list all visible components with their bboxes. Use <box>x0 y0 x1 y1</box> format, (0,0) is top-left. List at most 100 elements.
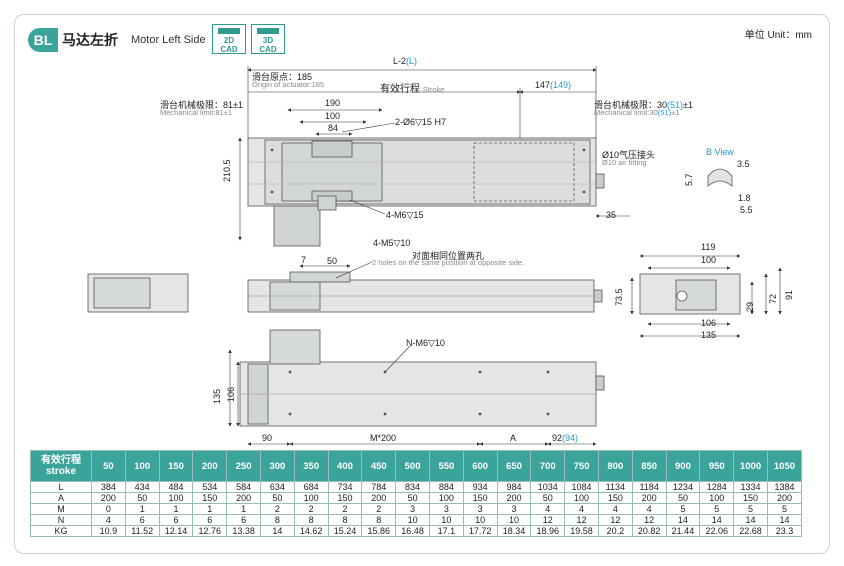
table-cell: 12 <box>564 514 599 526</box>
dim-92: 92(94) <box>552 433 579 443</box>
table-cell: 200 <box>226 492 261 504</box>
table-cell: 10 <box>395 514 430 526</box>
table-cell: 8 <box>327 514 363 526</box>
cad-2d-sublabel: CAD <box>220 45 238 54</box>
table-cell: 50 <box>530 492 566 504</box>
same-position-note: 对面相同位置两孔 <box>412 251 485 261</box>
table-cell: 1 <box>192 503 228 515</box>
row-label: N <box>30 514 92 526</box>
table-cell: 12 <box>530 514 566 526</box>
table-cell: 2 <box>259 503 295 515</box>
table-cell: 1034 <box>530 481 566 493</box>
dim-119: 119 <box>701 242 716 252</box>
dim-73-5: 73.5 <box>614 288 624 306</box>
table-cell: 1384 <box>766 481 803 493</box>
table-cell: 3 <box>462 503 498 515</box>
mech-limit-right-en: Mechanical limit:30(51)±1 <box>594 108 680 117</box>
row-label: L <box>30 481 92 493</box>
table-cell: 4 <box>91 514 126 526</box>
stroke-column-header: 100 <box>124 450 160 482</box>
table-cell: 100 <box>428 492 464 504</box>
table-cell: 100 <box>699 492 735 504</box>
table-cell: 1184 <box>631 481 667 493</box>
table-cell: 8 <box>259 514 295 526</box>
table-cell: 634 <box>259 481 295 493</box>
table-cell: 584 <box>226 481 261 493</box>
table-cell: 1284 <box>699 481 735 493</box>
stroke-column-header: 850 <box>631 450 667 482</box>
table-cell: 200 <box>496 492 532 504</box>
table-cell: 23.3 <box>766 525 803 537</box>
stroke-column-header: 600 <box>462 450 498 482</box>
origin-label-en: Origin of actuator:185 <box>252 80 325 89</box>
mount-spec-m6: 4-M6▽15 <box>386 210 424 220</box>
table-cell: 1134 <box>597 481 633 493</box>
mech-limit-left: 滑台机械极限：81±1 <box>160 100 243 110</box>
table-cell: 50 <box>665 492 701 504</box>
dim-135: 135 <box>701 330 717 340</box>
table-cell: 10 <box>496 514 532 526</box>
cad-3d-sublabel: CAD <box>259 45 277 54</box>
dim-m200: M*200 <box>370 433 397 443</box>
b-view-label: B View <box>706 147 734 157</box>
table-cell: 50 <box>124 492 160 504</box>
table-cell: 3 <box>395 503 430 515</box>
table-cell: 734 <box>327 481 363 493</box>
table-cell: 2 <box>327 503 363 515</box>
table-cell: 12.76 <box>192 525 228 537</box>
mount-spec-m5: 4-M5▽10 <box>373 238 411 248</box>
mount-spec-nm6: N-M6▽10 <box>406 338 445 348</box>
table-cell: 784 <box>361 481 397 493</box>
air-fitting-label-en: Ø10 air fitting <box>602 158 647 167</box>
table-cell: 18.34 <box>496 525 532 537</box>
stroke-label: 有效行程 Stroke <box>380 84 445 95</box>
table-cell: 534 <box>192 481 228 493</box>
table-cell: 6 <box>192 514 228 526</box>
table-cell: 17.1 <box>428 525 464 537</box>
table-cell: 1084 <box>564 481 599 493</box>
dim-7: 7 <box>301 255 307 265</box>
table-cell: 22.68 <box>733 525 768 537</box>
table-cell: 100 <box>293 492 329 504</box>
table-cell: 384 <box>91 481 126 493</box>
table-cell: 150 <box>733 492 768 504</box>
table-cell: 2 <box>293 503 329 515</box>
table-cell: 10.9 <box>91 525 126 537</box>
dim-1-8: 1.8 <box>738 193 751 203</box>
cad-2d-button[interactable]: 2D CAD <box>212 24 246 54</box>
table-cell: 1 <box>158 503 194 515</box>
table-cell: 1 <box>226 503 261 515</box>
dim-84: 84 <box>328 123 339 133</box>
table-cell: 10 <box>428 514 464 526</box>
table-cell: 484 <box>158 481 194 493</box>
dim-106: 106 <box>701 318 717 328</box>
same-position-note-en: 2 holes on the same position at opposite… <box>372 258 525 267</box>
table-cell: 5 <box>733 503 768 515</box>
stroke-column-header: 200 <box>192 450 228 482</box>
dim-210-5: 210.5 <box>222 159 232 182</box>
table-cell: 8 <box>293 514 329 526</box>
hole-spec-2: 2-Ø6▽15 H7 <box>395 117 446 127</box>
table-cell: 3 <box>428 503 464 515</box>
table-cell: 200 <box>766 492 803 504</box>
right-length-dim: 147(149) <box>535 80 572 90</box>
table-cell: 14.62 <box>293 525 329 537</box>
table-cell: 15.24 <box>327 525 363 537</box>
table-cell: 3 <box>496 503 532 515</box>
dim-106-vert: 106 <box>226 386 236 402</box>
table-cell: 4 <box>597 503 633 515</box>
stroke-column-header: 950 <box>699 450 735 482</box>
stroke-column-header: 350 <box>293 450 329 482</box>
table-cell: 5 <box>766 503 803 515</box>
stroke-column-header: 150 <box>158 450 194 482</box>
table-cell: 4 <box>564 503 599 515</box>
cad-3d-button[interactable]: 3D CAD <box>251 24 285 54</box>
dim-a: A <box>510 433 517 443</box>
table-cell: 200 <box>91 492 126 504</box>
row-label: A <box>30 492 92 504</box>
table-cell: 5 <box>665 503 701 515</box>
